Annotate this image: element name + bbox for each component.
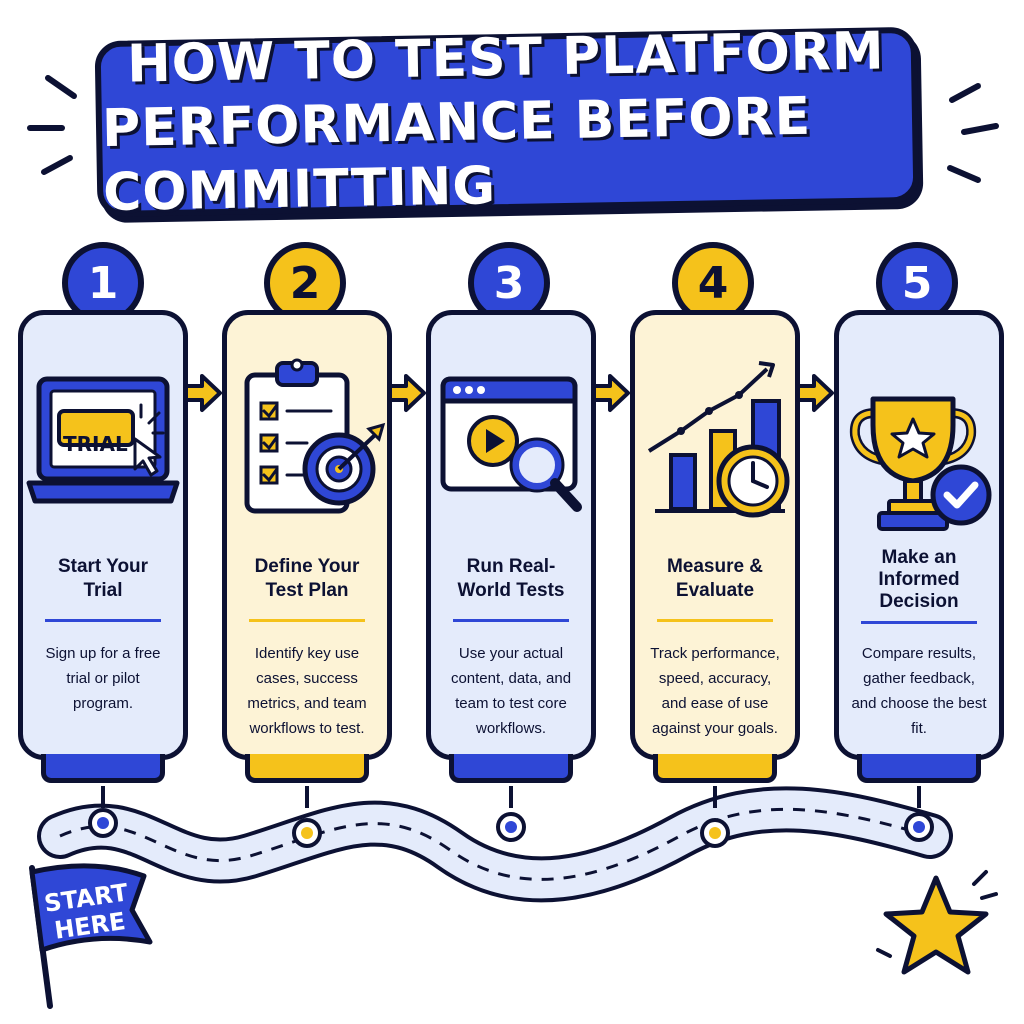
- step-2-title: Define Your Test Plan: [254, 556, 360, 601]
- step-2-card: Define Your Test Plan Identify key use c…: [222, 310, 392, 783]
- step-4-description: Track performance, speed, accuracy, and …: [650, 645, 780, 737]
- step-3-connector: [509, 786, 513, 808]
- star-icon: [876, 870, 998, 975]
- step-5-card: Make an Informed Decision Compare result…: [834, 310, 1004, 783]
- trial-label: TRIAL: [63, 432, 128, 456]
- step-4-divider: [657, 619, 773, 622]
- step-2-divider: [249, 619, 365, 622]
- step-4-card-base: [653, 754, 777, 783]
- step-5-node: [904, 812, 934, 842]
- step-5-divider: [861, 621, 977, 624]
- step-3-description: Use your actual content, data, and team …: [450, 645, 572, 737]
- step-1-description: Sign up for a free trial or pilot progra…: [45, 645, 161, 712]
- checklist-target-icon: [244, 358, 386, 514]
- step-2-description: Identify key use cases, success metrics,…: [247, 645, 367, 737]
- arrow-right-icon: [184, 374, 222, 412]
- step-5-description: Compare results, gather feedback, and ch…: [851, 645, 987, 737]
- trophy-check-icon: [849, 396, 992, 531]
- step-2-node: [292, 818, 322, 848]
- step-1-connector: [101, 786, 105, 808]
- step-2-card-base: [245, 754, 369, 783]
- step-1-divider: [45, 619, 161, 622]
- arrow-right-icon: [388, 374, 426, 412]
- step-1-title: Start Your Trial: [57, 556, 149, 601]
- chart-clock-icon: [647, 361, 790, 518]
- step-4-connector: [713, 786, 717, 808]
- step-3-card: Run Real-World Tests Use your actual con…: [426, 310, 596, 783]
- step-3-node: [496, 812, 526, 842]
- step-5-connector: [917, 786, 921, 808]
- browser-magnifier-icon: [440, 376, 582, 512]
- arrow-right-icon: [592, 374, 630, 412]
- step-5-card-base: [857, 754, 981, 783]
- laptop-trial-icon: [26, 376, 180, 504]
- step-2-connector: [305, 786, 309, 808]
- step-1-node: [88, 808, 118, 838]
- step-4-node: [700, 818, 730, 848]
- step-3-title: Run Real-World Tests: [457, 556, 565, 601]
- step-4-title: Measure & Evaluate: [666, 556, 764, 601]
- step-4-card: Measure & Evaluate Track performance, sp…: [630, 310, 800, 783]
- step-1-card: TRIAL Start Your Trial Sign up for a fre…: [18, 310, 188, 783]
- step-5-title: Make an Informed Decision: [878, 547, 960, 612]
- step-3-divider: [453, 619, 569, 622]
- step-3-card-base: [449, 754, 573, 783]
- flag-icon: [29, 863, 153, 1009]
- step-1-card-base: [41, 754, 165, 783]
- arrow-right-icon: [796, 374, 834, 412]
